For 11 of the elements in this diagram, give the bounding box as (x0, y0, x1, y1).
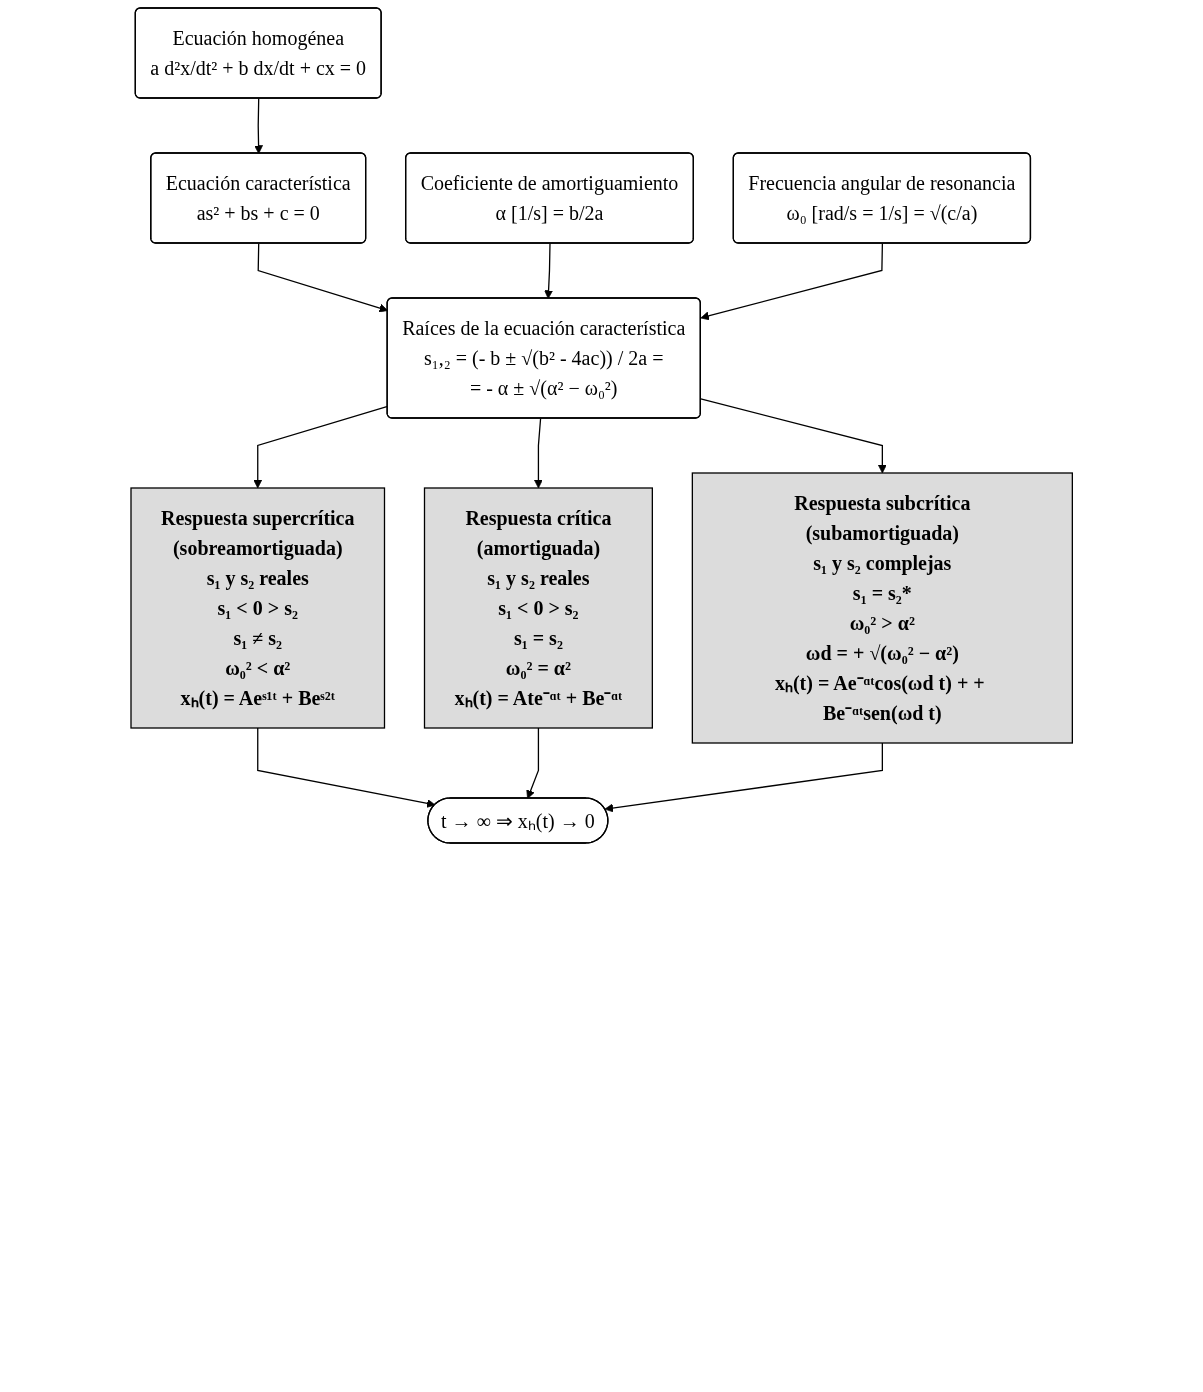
node-box: Respuesta supercrítica (sobreamortiguada) s₁ y s₂ reales s₁ < 0 > s₂ s₁ ≠ s₂ ω₀² < α² xₕ(t) = Aeˢ¹ᵗ + Beˢ²ᵗ (130, 487, 385, 729)
arrow (533, 417, 543, 489)
arrow (254, 97, 263, 154)
arrow (256, 727, 436, 808)
arrow (526, 727, 539, 799)
node-box: Respuesta crítica (amortiguada) s₁ y s₂ reales s₁ < 0 > s₂ s₁ = s₂ ω₀² = α² xₕ(t) = Ate⁻ᵅᵗ + Be⁻ᵅᵗ (423, 487, 653, 729)
arrow (700, 398, 887, 474)
arrow (544, 242, 553, 299)
arrow (700, 242, 883, 321)
arrow (604, 742, 883, 813)
node-box: Respuesta subcrítica (subamortiguada) s₁ y s₂ complejas s₁ = s₂* ω₀² > α² ωd = + √(ω₀² − α²) xₕ(t) = Ae⁻ᵅᵗcos(ωd t) + + Be⁻ᵅᵗsen(ωd t) (691, 472, 1073, 744)
